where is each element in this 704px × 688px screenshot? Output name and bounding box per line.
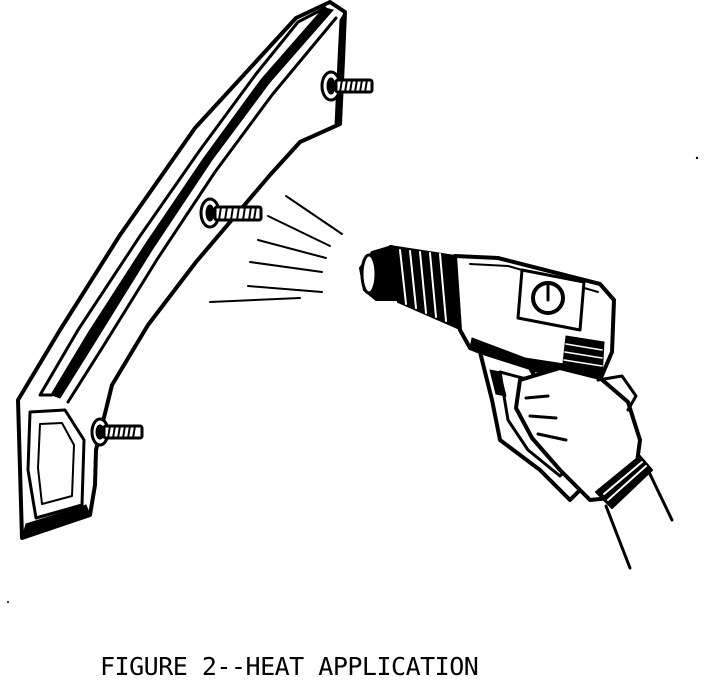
stud-middle-head [205,204,215,222]
stud-top-head [326,77,336,95]
mounting-stud-middle [199,197,263,229]
hand-thumb [596,374,638,412]
heat-wave-line [209,297,301,303]
figure-caption: FIGURE 2--HEAT APPLICATION [0,650,704,684]
hand-cuff [595,455,653,509]
print-speck [695,156,699,160]
heat-gun-collar-ribs [399,249,447,322]
heat-gun-nozzle-tip [360,253,378,295]
trim-panel [16,0,347,540]
hand-arm [604,468,674,570]
heat-application-illustration [7,0,699,603]
heat-wave-line [247,285,323,293]
heat-wave-line [257,239,327,259]
stud-middle-threads [218,206,257,221]
figure-caption-text: FIGURE 2--HEAT APPLICATION [100,652,479,681]
hand-cuff-ribs [603,461,647,501]
stud-top-threads [339,79,368,93]
trim-panel-inner-line [66,16,338,404]
heat-gun-vent-slots [563,343,603,367]
mounting-stud-bottom [90,417,144,447]
heat-wave-line [285,195,343,235]
heat-wave-line [249,261,323,273]
trim-panel-lower-recess-inner [37,422,75,505]
heat-waves [209,195,343,303]
trim-panel-lower-recess [26,408,86,520]
hand-fingers [524,394,568,442]
mounting-stud-top [320,70,374,102]
trim-panel-lower-edge [21,504,91,539]
stud-bottom-threads [107,425,136,439]
print-speck [7,601,9,603]
heat-wave-line [267,215,331,247]
trim-panel-shade-upper [51,7,334,399]
heat-gun-trigger[interactable] [489,369,507,397]
hand [514,366,674,570]
